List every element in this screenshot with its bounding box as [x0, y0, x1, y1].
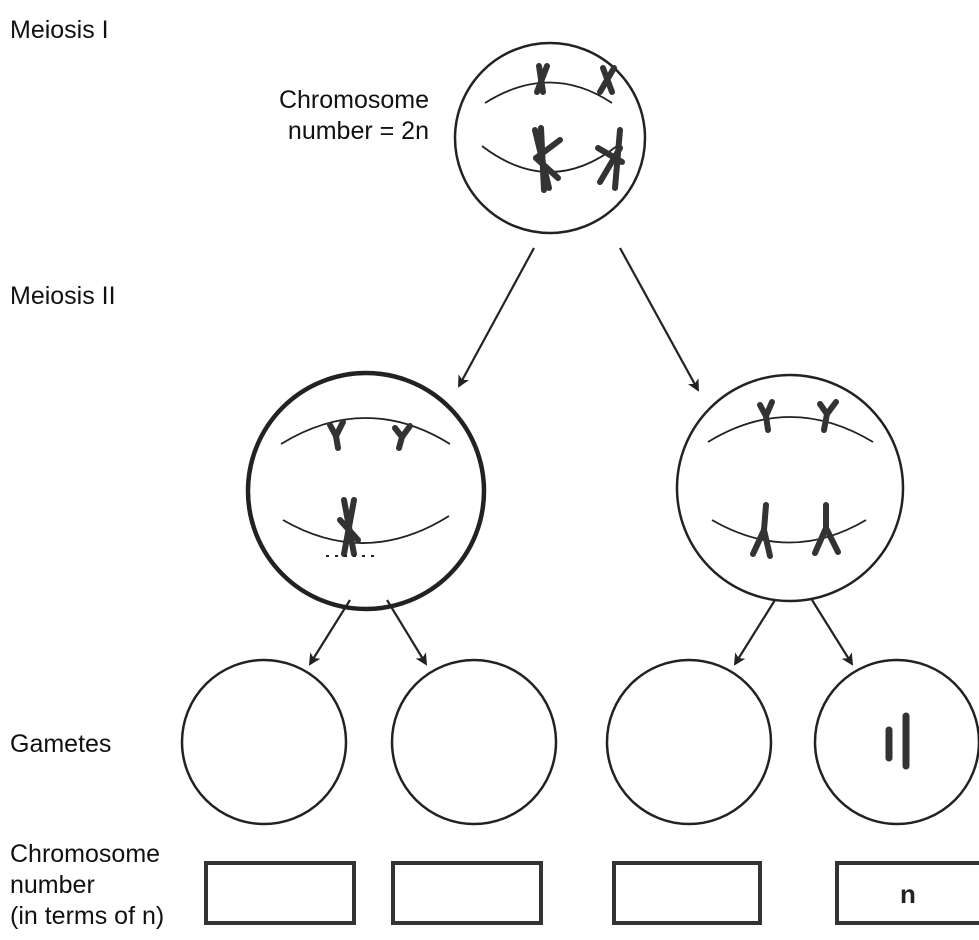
gamete-4 [813, 658, 979, 826]
arrow-to-right-cell [619, 247, 699, 392]
parent-chromosome-label-line2: number = 2n [287, 117, 429, 145]
arrow-to-gamete-4 [811, 599, 854, 666]
chromosome-top-right [597, 65, 617, 95]
gamete-2 [390, 658, 558, 826]
meiosis-1-label: Meiosis I [10, 16, 109, 44]
answer-box-4[interactable]: n [835, 861, 979, 925]
chromosome-center [337, 497, 361, 557]
meiosis-2-label: Meiosis II [10, 282, 116, 310]
chromatid-right-top [392, 423, 413, 451]
chromatid-right-cell-top-right [817, 399, 839, 433]
gamete-3 [605, 658, 773, 826]
arrow-to-gamete-3 [733, 599, 776, 666]
chromosome-number-label-line3: (in terms of n) [10, 902, 165, 930]
chromatid-right-cell-bottom-right [812, 502, 841, 556]
chromosome-top-left [534, 63, 550, 95]
gamete-4-chromatids [885, 712, 910, 770]
chromosome-number-label-line2: number [10, 871, 95, 899]
chromosome-bottom-left [532, 125, 563, 193]
arrow-to-gamete-2 [386, 599, 428, 666]
parent-chromosome-label-line1: Chromosome [278, 86, 429, 114]
chromatid-left-top [327, 419, 346, 451]
arrow-to-left-cell [458, 247, 535, 388]
meiosis-2-left-cell [245, 370, 487, 612]
chromatid-right-cell-top-left [757, 399, 775, 433]
chromosome-number-label-line1: Chromosome [10, 840, 161, 868]
gamete-1 [180, 658, 348, 826]
meiosis-2-right-cell [675, 373, 905, 603]
answer-box-2[interactable] [391, 861, 543, 925]
parent-cell [453, 41, 647, 235]
arrow-to-gamete-1 [308, 599, 351, 666]
answer-box-3[interactable] [612, 861, 762, 925]
answer-box-1[interactable] [204, 861, 356, 925]
chromosome-bottom-right [595, 127, 625, 191]
answer-box-4-text: n [900, 879, 916, 909]
gametes-label: Gametes [10, 730, 112, 758]
chromatid-right-cell-bottom-left [750, 502, 773, 559]
